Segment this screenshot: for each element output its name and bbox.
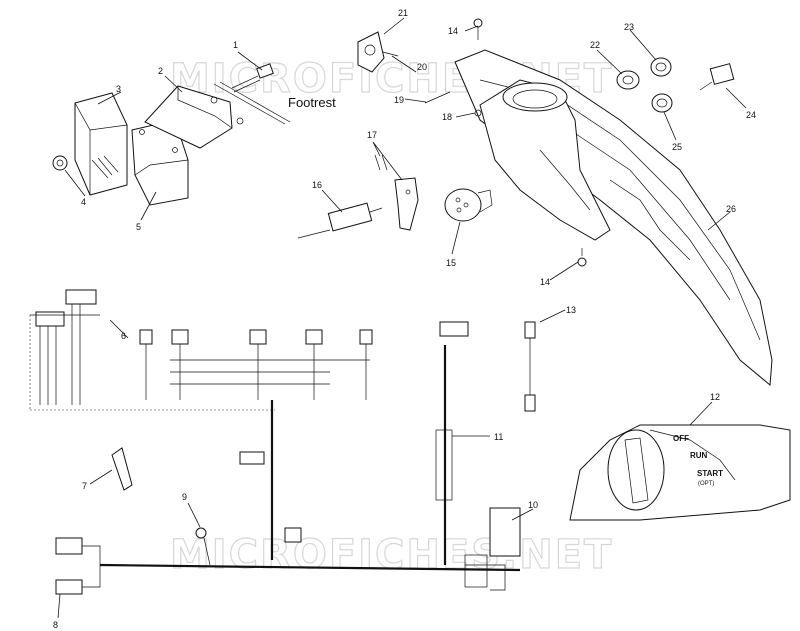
- callout-19: 19: [394, 95, 404, 105]
- harness-connector-11: [435, 321, 469, 501]
- callout-26: 26: [726, 204, 736, 214]
- part-24-key: [699, 63, 735, 91]
- part-1-bolt: [231, 63, 274, 93]
- part-20-screw: [382, 51, 399, 57]
- callout-20: 20: [417, 62, 427, 72]
- part-25-nut: [651, 93, 673, 113]
- callout-5: 5: [136, 222, 141, 232]
- harness-mid-connectors: [239, 451, 302, 543]
- callout-23: 23: [624, 22, 634, 32]
- part-4-nut: [52, 155, 68, 171]
- part-9-ring-terminal: [195, 527, 211, 566]
- harness-outline: [29, 315, 275, 411]
- watermark-bottom: MICROFICHES.NET: [170, 532, 613, 578]
- harness-top-branches: [139, 329, 373, 400]
- callout-16: 16: [312, 180, 322, 190]
- ignition-run-label: RUN: [690, 451, 708, 460]
- part-8-connectors: [55, 537, 101, 595]
- part-7-strap: [111, 447, 133, 491]
- callout-12: 12: [710, 392, 720, 402]
- ignition-start-label: START: [697, 469, 723, 478]
- harness-connector-left: [35, 289, 97, 405]
- part-12-ignition-panel: [569, 424, 791, 521]
- callout-13: 13: [566, 305, 576, 315]
- part-19-pin: [424, 91, 451, 104]
- part-23-nut: [650, 57, 672, 77]
- callout-6: 6: [121, 331, 126, 341]
- part-15-ignition-switch: [444, 188, 493, 222]
- harness-main-line: [99, 563, 521, 572]
- part-3-cdi-module: [74, 92, 128, 196]
- callout-21: 21: [398, 8, 408, 18]
- callout-24: 24: [746, 110, 756, 120]
- part-2-bracket: [144, 85, 244, 149]
- callout-14-top: 14: [448, 26, 458, 36]
- part-14-screw-top: [473, 18, 483, 40]
- ignition-opt-label: (OPT): [698, 481, 714, 487]
- callout-1: 1: [233, 40, 238, 50]
- callout-15: 15: [446, 258, 456, 268]
- part-21-bracket: [357, 31, 385, 73]
- part-10-connector-block: [464, 507, 521, 591]
- leader-lines: [57, 17, 747, 619]
- callout-22: 22: [590, 40, 600, 50]
- callout-18: 18: [442, 112, 452, 122]
- ignition-off-label: OFF: [673, 434, 689, 443]
- callout-17: 17: [367, 130, 377, 140]
- callout-9: 9: [182, 492, 187, 502]
- footrest-label: Footrest: [288, 95, 336, 110]
- callout-4: 4: [81, 197, 86, 207]
- part-13-lead: [524, 321, 536, 412]
- callout-10: 10: [528, 500, 538, 510]
- part-17-clip: [374, 154, 419, 231]
- part-16-sensor: [297, 202, 383, 239]
- callout-7: 7: [82, 481, 87, 491]
- headlight-body: [479, 79, 611, 241]
- callout-14-bottom: 14: [540, 277, 550, 287]
- callout-25: 25: [672, 142, 682, 152]
- part-14-screw-bottom: [577, 248, 587, 267]
- callout-numbers: 1 2 3 4 5 6 7 8 9 10 11 12 13 14 14 15 1…: [53, 8, 756, 630]
- footrest-edge: [213, 81, 291, 125]
- callout-8: 8: [53, 620, 58, 630]
- callout-2: 2: [158, 66, 163, 76]
- callout-11: 11: [494, 432, 503, 442]
- callout-3: 3: [116, 84, 121, 94]
- part-22-washer: [616, 70, 640, 90]
